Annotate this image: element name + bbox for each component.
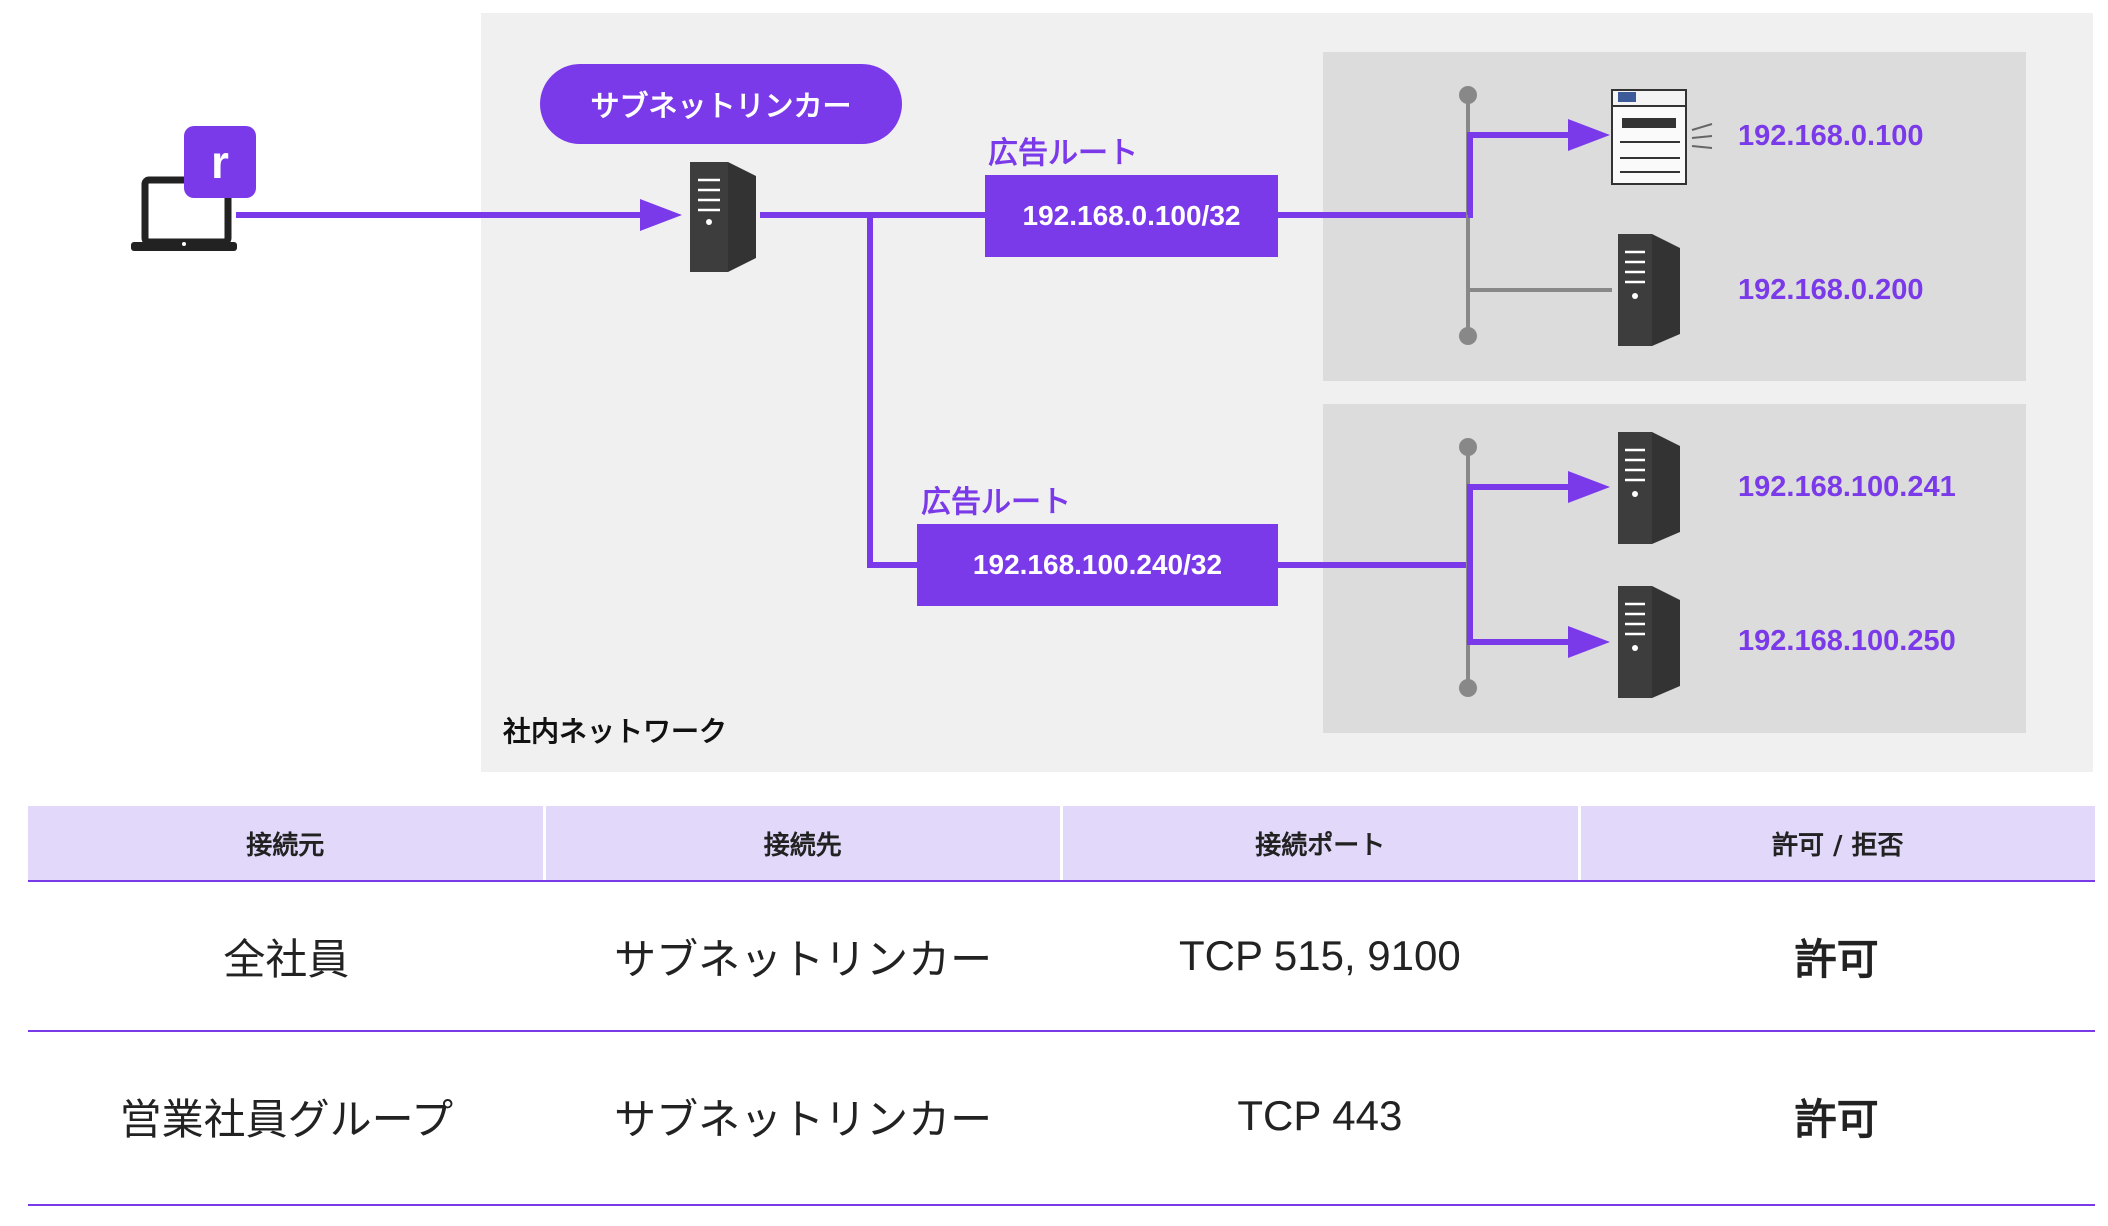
arrow-to-linker xyxy=(640,199,682,231)
cell-source: 全社員 xyxy=(223,934,350,984)
cell-destination: サブネットリンカー xyxy=(614,934,993,984)
route-label-top: 広告ルート xyxy=(988,136,1138,171)
internal-network-label: 社内ネットワーク xyxy=(503,715,728,748)
server-icon-linker xyxy=(690,162,756,272)
cell-source: 営業社員グループ xyxy=(119,1094,454,1144)
arrow-to-printer xyxy=(1568,119,1610,151)
bus-bottom-end-2 xyxy=(1459,679,1477,697)
host-ip-server-200: 192.168.0.200 xyxy=(1738,274,1924,306)
cell-port: TCP 443 xyxy=(1237,1092,1403,1139)
cell-destination: サブネットリンカー xyxy=(614,1094,993,1144)
header-destination: 接続先 xyxy=(545,806,1060,880)
cell-allow-deny: 許可 xyxy=(1794,1094,1879,1144)
bus-bottom-end-1 xyxy=(1459,438,1477,456)
route-cidr-top: 192.168.0.100/32 xyxy=(985,175,1278,257)
table-divider xyxy=(28,1030,2095,1032)
subnet-linker-label: サブネットリンカー xyxy=(540,64,902,144)
table-divider xyxy=(28,1204,2095,1206)
host-ip-printer: 192.168.0.100 xyxy=(1738,120,1924,152)
printer-icon xyxy=(1611,89,1713,185)
cell-allow-deny: 許可 xyxy=(1794,934,1879,984)
server-icon-200 xyxy=(1618,234,1680,346)
cell-port: TCP 515, 9100 xyxy=(1178,932,1461,979)
route-cidr-bottom: 192.168.100.240/32 xyxy=(917,524,1278,606)
bus-top-end-2 xyxy=(1459,327,1477,345)
header-port: 接続ポート xyxy=(1063,806,1578,880)
server-icon-241 xyxy=(1618,432,1680,544)
link-to-server-241 xyxy=(1467,484,1575,565)
link-to-server-250 xyxy=(1467,565,1575,645)
table-row: 営業社員グループ サブネットリンカー TCP 443 許可 xyxy=(28,1042,2095,1190)
route-label-bottom: 広告ルート xyxy=(921,485,1071,520)
host-ip-server-250: 192.168.100.250 xyxy=(1738,625,1956,657)
arrow-to-server-250 xyxy=(1568,626,1610,658)
access-table-header: 接続元 接続先 接続ポート 許可 / 拒否 xyxy=(28,806,2095,880)
table-divider xyxy=(28,880,2095,882)
arrow-to-server-241 xyxy=(1568,471,1610,503)
header-source: 接続元 xyxy=(28,806,543,880)
server-icon-250 xyxy=(1618,586,1680,698)
host-ip-server-241: 192.168.100.241 xyxy=(1738,471,1956,503)
user-app-badge: r xyxy=(184,126,256,198)
table-row: 全社員 サブネットリンカー TCP 515, 9100 許可 xyxy=(28,882,2095,1030)
link-to-printer xyxy=(1467,132,1575,218)
header-allow-deny: 許可 / 拒否 xyxy=(1580,806,2095,880)
bus-top-end-1 xyxy=(1459,86,1477,104)
